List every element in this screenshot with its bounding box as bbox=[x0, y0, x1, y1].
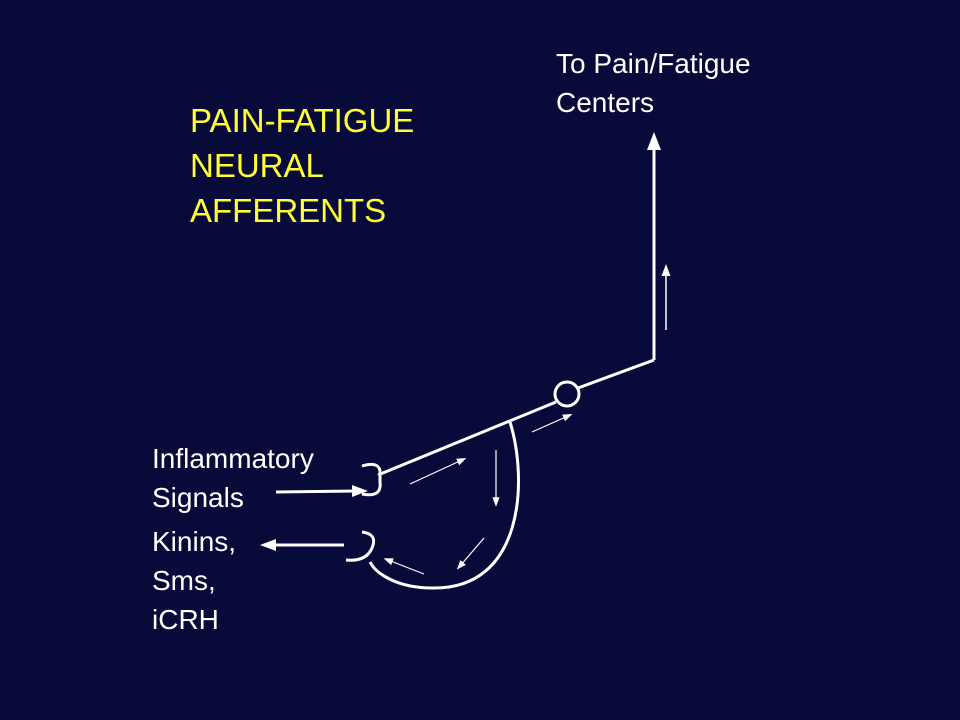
output-terminal-cup bbox=[345, 530, 376, 562]
axon-segment-upper bbox=[577, 358, 655, 390]
input-signal-arrowhead bbox=[352, 485, 368, 497]
title-line-3: AFFERENTS bbox=[190, 192, 387, 229]
title-line-1: PAIN-FATIGUE bbox=[190, 102, 415, 139]
output-line-3: iCRH bbox=[152, 604, 219, 635]
axon-segment-lower bbox=[377, 400, 557, 477]
title-line-2: NEURAL bbox=[190, 147, 324, 184]
small-arrow-afferent-1 bbox=[409, 457, 467, 485]
cell-body-circle bbox=[553, 380, 581, 408]
small-arrow-branch-out bbox=[383, 558, 425, 575]
small-arrow-afferent-2 bbox=[531, 414, 573, 433]
destination-line-2: Centers bbox=[556, 87, 655, 118]
small-arrow-branch-diag bbox=[456, 537, 485, 570]
output-mediator-arrowhead bbox=[260, 539, 276, 551]
input-receptor-cup bbox=[361, 462, 382, 497]
input-line-2: Signals bbox=[152, 482, 244, 513]
destination-line-1: To Pain/Fatigue bbox=[556, 48, 751, 79]
ascending-arrowhead bbox=[647, 132, 661, 150]
input-signal-arrow bbox=[275, 489, 357, 494]
input-line-1: Inflammatory bbox=[152, 443, 314, 474]
collateral-branch-loop bbox=[368, 421, 520, 590]
output-line-1: Kinins, bbox=[152, 526, 237, 557]
output-line-2: Sms, bbox=[152, 565, 216, 596]
